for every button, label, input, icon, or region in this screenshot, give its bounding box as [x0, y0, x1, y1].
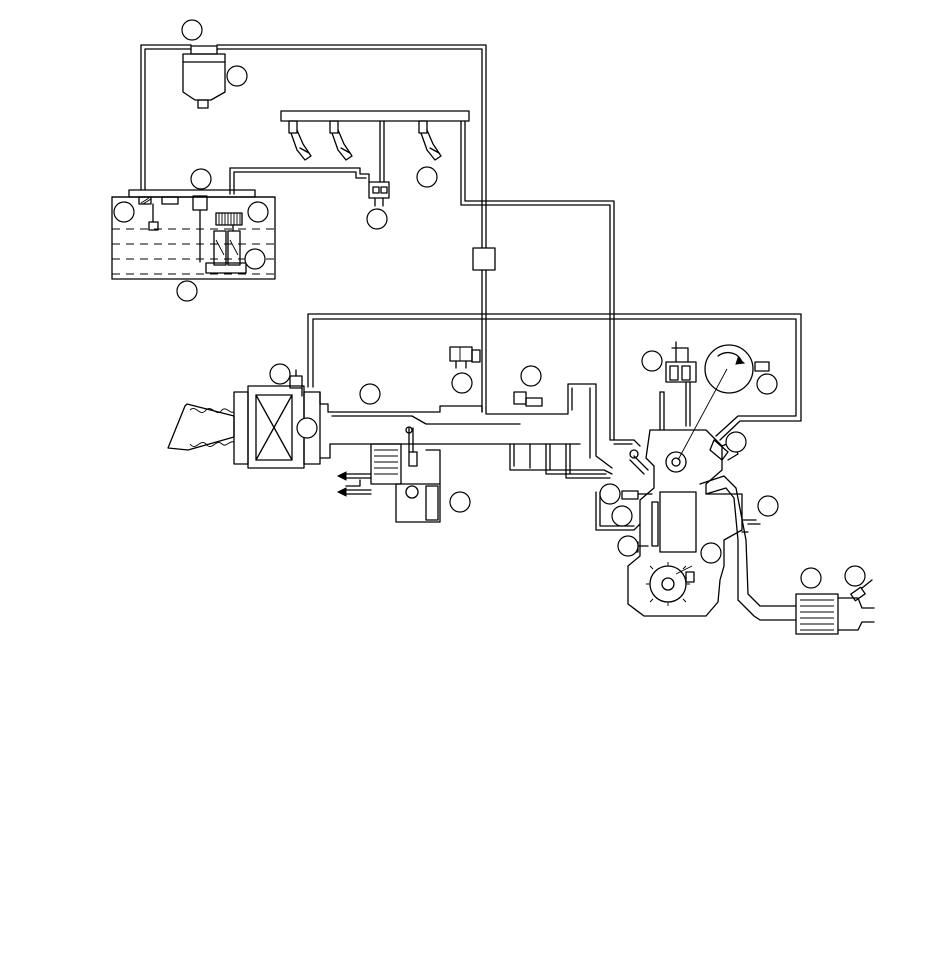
coolant-temperature-sensor	[621, 490, 653, 500]
callout-c16	[296, 417, 318, 439]
callouts	[113, 19, 866, 589]
purge-line-loop	[307, 313, 802, 441]
intake-air-pipe	[319, 383, 613, 469]
oxygen-sensor	[850, 579, 873, 602]
callout-c14	[520, 365, 542, 387]
callout-c3	[190, 168, 212, 190]
crankshaft-sprocket	[646, 562, 695, 606]
mass-air-flow-sensor	[289, 369, 303, 397]
callout-c15	[359, 383, 381, 405]
air-cleaner	[233, 385, 321, 469]
idle-air-control-valve	[336, 426, 441, 523]
catalytic-converter	[795, 593, 875, 635]
air-intake-duct	[167, 403, 235, 451]
fuel-injector-2	[329, 120, 353, 161]
callout-c20	[757, 495, 779, 517]
callout-c23	[700, 542, 722, 564]
fuel-rail	[280, 110, 615, 441]
callout-c6	[247, 201, 269, 223]
exhaust-manifold-and-pipe	[699, 475, 797, 621]
callout-c9	[176, 280, 198, 302]
fuel-return-line	[229, 167, 370, 195]
callout-c17	[725, 431, 747, 453]
callout-c18	[449, 491, 471, 513]
fuel-injector-1	[288, 120, 312, 161]
spark-plug	[629, 449, 649, 475]
charcoal-canister	[182, 45, 226, 109]
callout-c19	[599, 483, 621, 505]
callout-c7	[366, 208, 388, 230]
callout-c22	[617, 535, 639, 557]
callout-c11	[756, 373, 778, 395]
distributor	[677, 344, 770, 461]
callout-c10	[641, 350, 663, 372]
callout-c8	[244, 248, 266, 270]
callout-c5	[113, 201, 135, 223]
callout-c24	[800, 567, 822, 589]
callout-c21	[611, 505, 633, 527]
callout-c2	[226, 65, 248, 87]
fuel-filter	[472, 247, 496, 413]
ignition-coil	[659, 341, 697, 431]
fuel-injector-3	[418, 120, 442, 161]
throttle-body	[513, 391, 543, 407]
intake-runners	[509, 443, 613, 479]
purge-control-valve	[449, 346, 481, 369]
callout-c4	[416, 166, 438, 188]
callout-c12	[269, 363, 291, 385]
callout-c25	[844, 565, 866, 587]
callout-c13	[451, 372, 473, 394]
callout-c1	[181, 19, 203, 41]
fuel-pressure-regulator	[368, 181, 390, 207]
fuel-pump-assembly	[192, 195, 247, 274]
vapor-line-canister-to-purge	[140, 44, 487, 249]
